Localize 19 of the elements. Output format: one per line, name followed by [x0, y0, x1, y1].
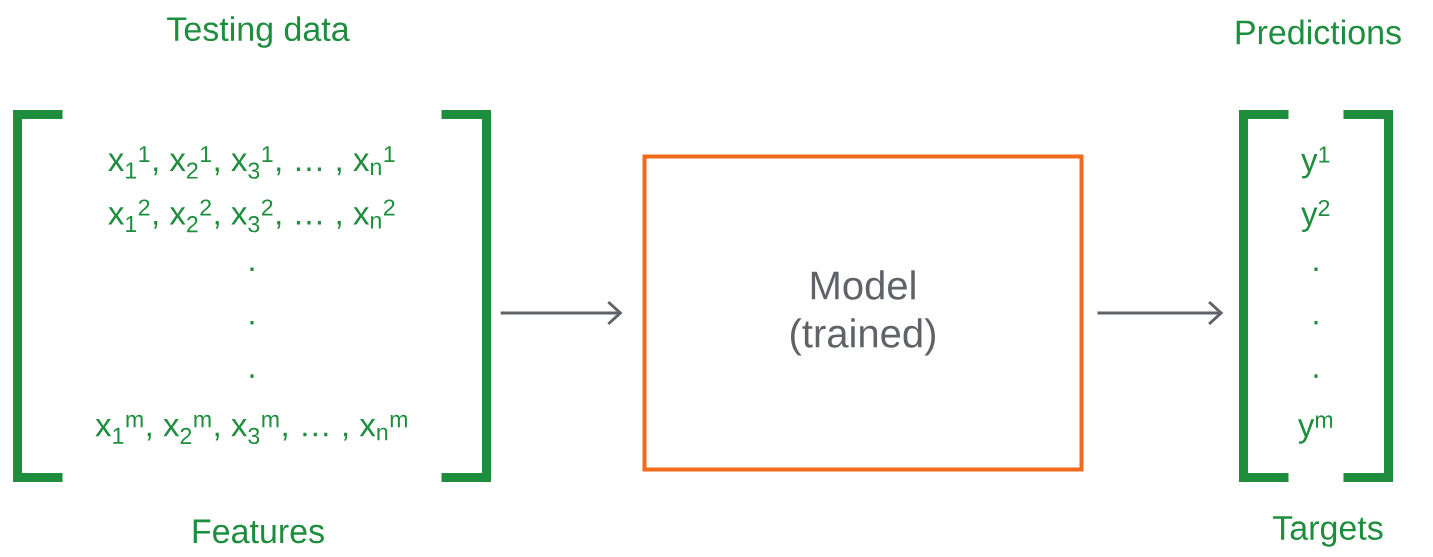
- arrow: [500, 300, 623, 326]
- matrix-row: .: [1314, 267, 1318, 272]
- matrix-row: .: [250, 374, 254, 378]
- model-box: Model (trained): [642, 154, 1084, 472]
- matrix-row: y$^{2}$: [1301, 199, 1330, 232]
- matrix-label: Targets: [1273, 516, 1383, 547]
- matrix-row: .: [1314, 320, 1318, 325]
- matrix-row: .: [250, 267, 254, 272]
- matrix-label: Features: [193, 519, 324, 544]
- matrix-row: y$^{1}$: [1301, 146, 1330, 179]
- arrow: [1097, 300, 1224, 326]
- matrix-row: .: [1314, 374, 1318, 378]
- matrix-row: x$_{1}$$^{1}$, x$_{2}$$^{1}$, x$_{3}$$^{1}$, … , x$_{n}$$^{1}$: [108, 146, 395, 179]
- matrix-row: x$_{1}$$^{m}$, x$_{2}$$^{m}$, x$_{3}$$^{m}$, … , x$_{n}$$^{m}$: [95, 414, 407, 445]
- matrix-row: y$^{m}$: [1297, 415, 1333, 444]
- matrix-label: Testing data: [167, 16, 350, 48]
- matrix-row: x$_{1}$$^{2}$, x$_{2}$$^{2}$, x$_{3}$$^{2}$, … , x$_{n}$$^{2}$: [108, 199, 395, 233]
- matrix-label: Predictions: [1236, 19, 1401, 45]
- matrix-row: .: [250, 320, 254, 325]
